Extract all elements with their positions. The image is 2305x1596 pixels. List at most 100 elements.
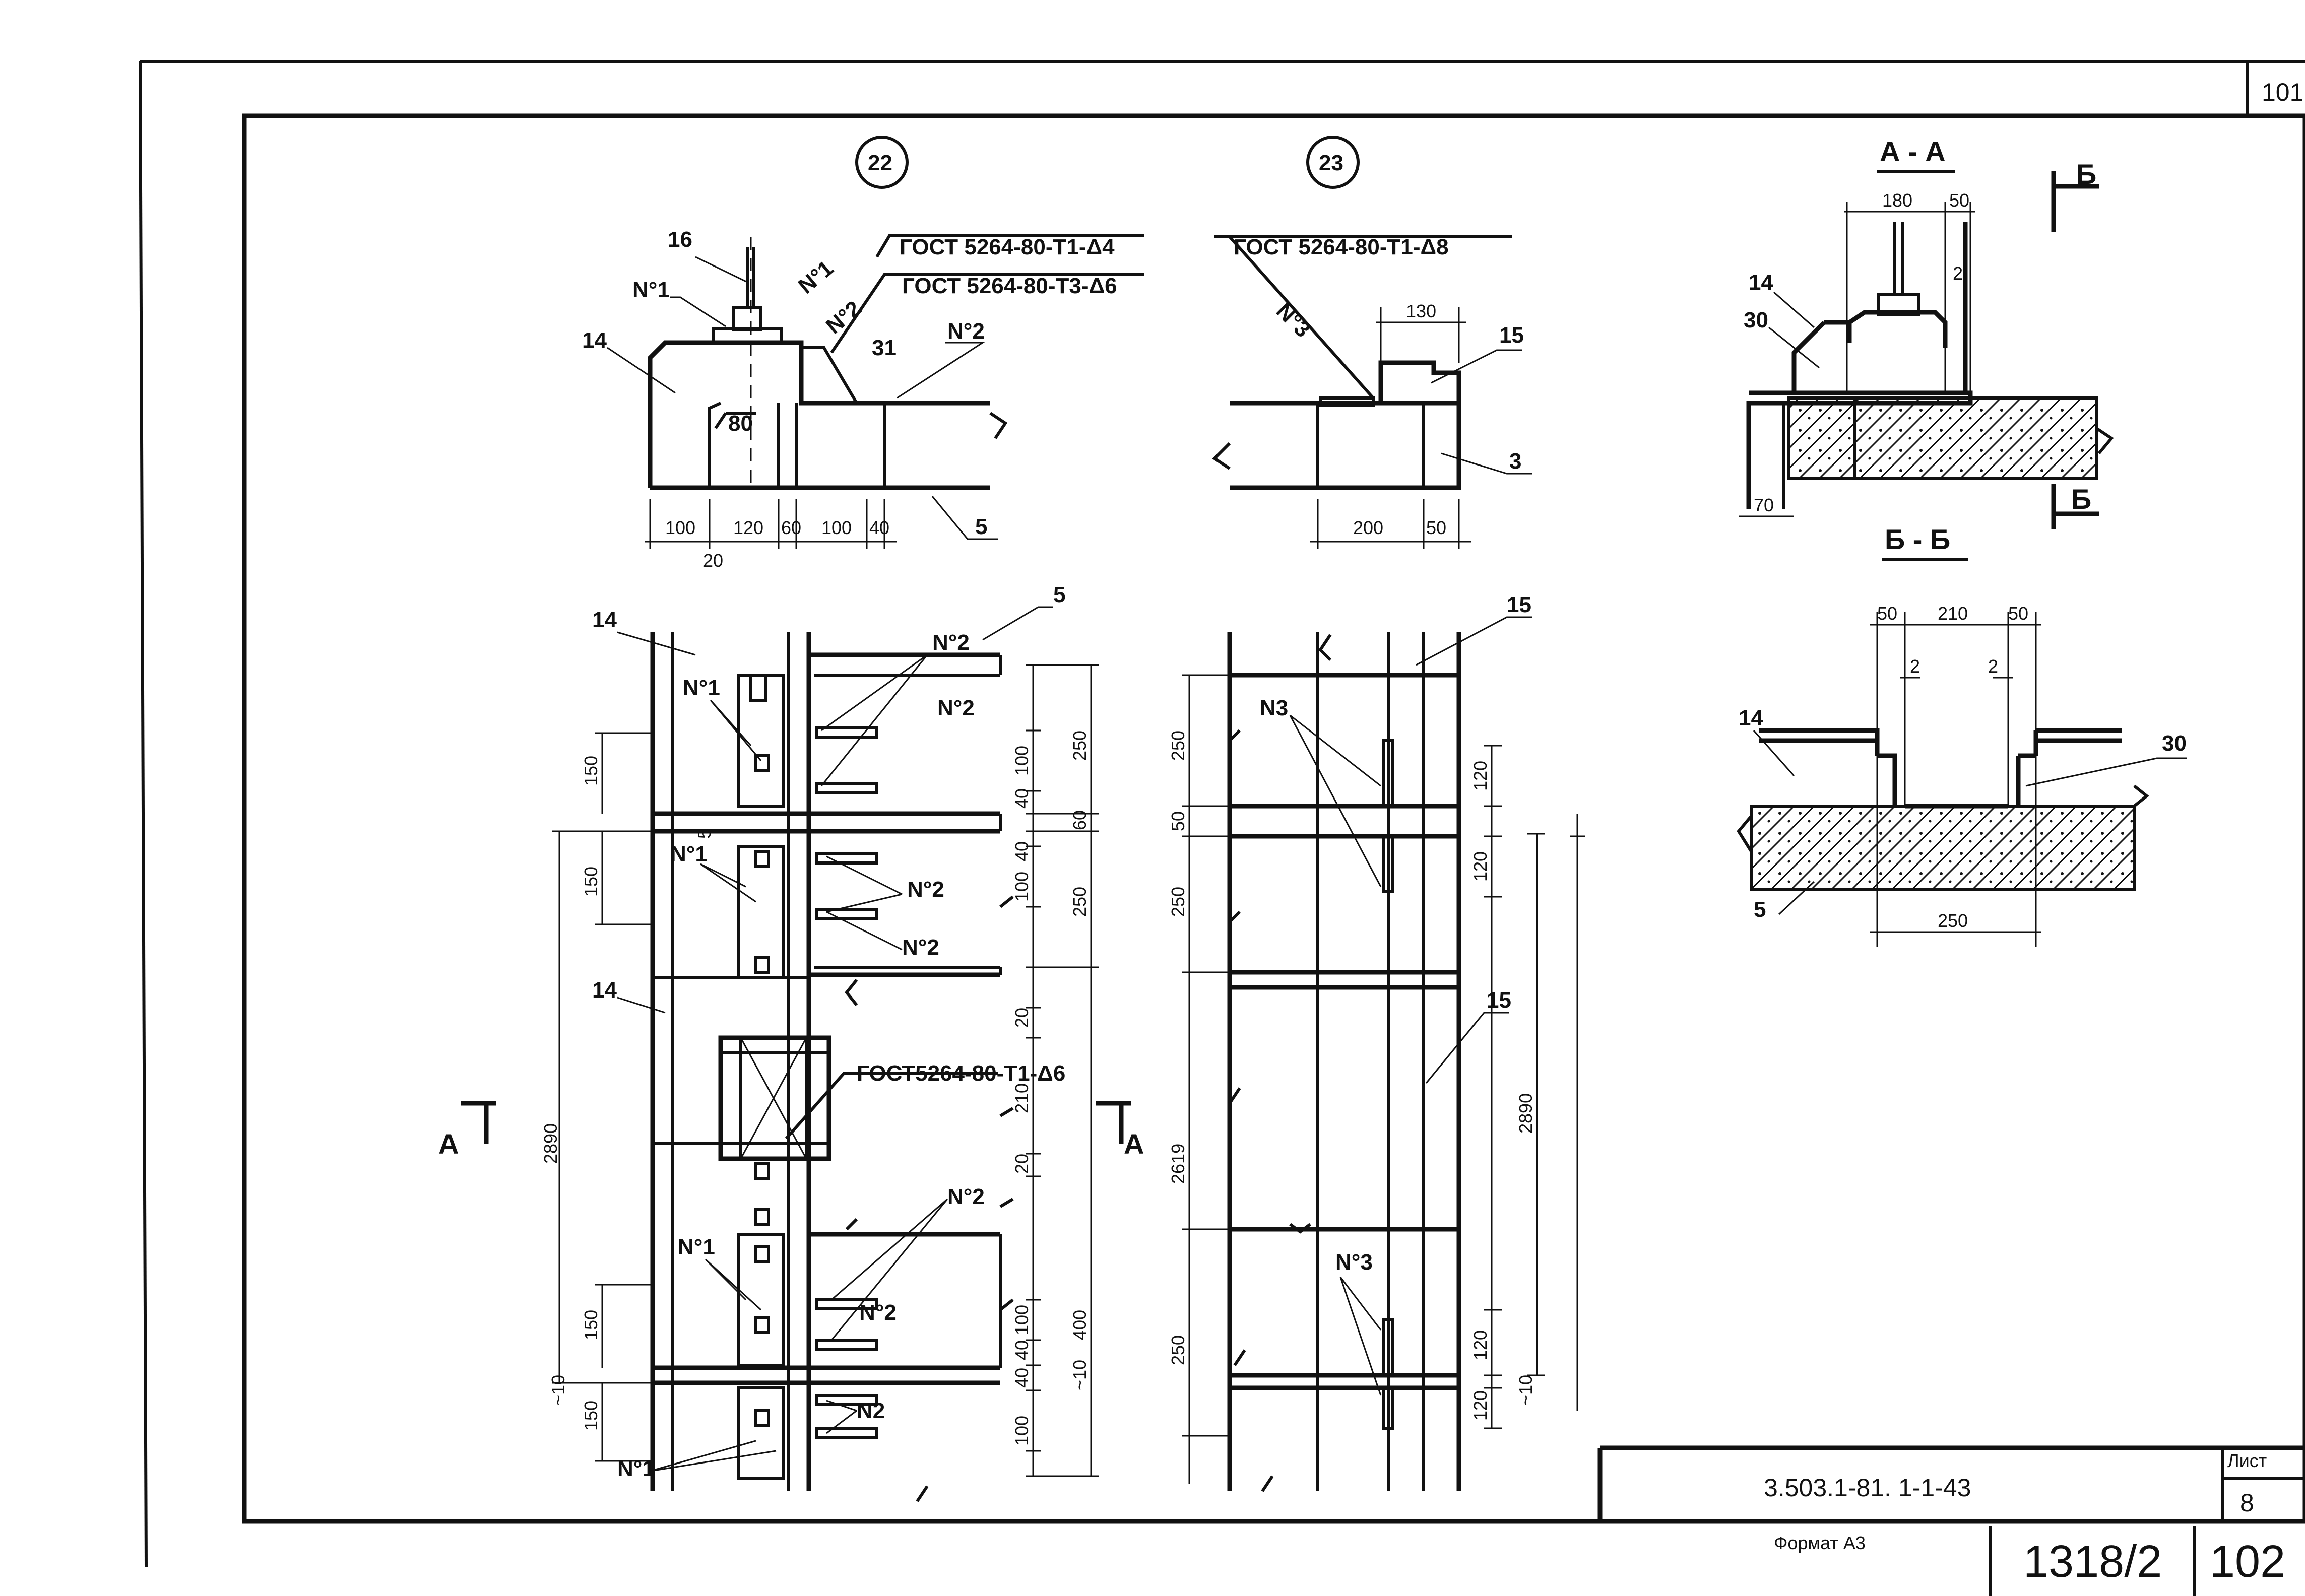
label-n2-leader: N°2 xyxy=(821,296,866,339)
dim-r-40d: 40 xyxy=(1011,1368,1032,1388)
label-14: 14 xyxy=(582,328,607,353)
dim-rr-120c: 120 xyxy=(1470,1330,1491,1360)
cut-a-left: А xyxy=(438,1128,459,1160)
sheet-label: Лист xyxy=(2227,1450,2267,1471)
label-3: 3 xyxy=(1509,449,1521,474)
dim-bottom-40: 40 xyxy=(869,517,889,538)
dim-80: 80 xyxy=(728,411,753,436)
dim-2890-left: 2890 xyxy=(540,1123,561,1164)
dim-150b: 150 xyxy=(581,867,601,897)
dim-200: 200 xyxy=(1353,517,1383,538)
section-a-a: А - А Б Б 180 50 2 14 30 70 xyxy=(1739,136,2114,529)
dim-r-250b: 250 xyxy=(1069,887,1090,917)
section-bb-concrete xyxy=(1750,805,2136,891)
dim-rr-120a: 120 xyxy=(1470,761,1491,791)
label-n1-c: N°1 xyxy=(678,1235,715,1259)
weld-spec-1: ГОСТ 5264-80-Т1-Δ4 xyxy=(900,235,1115,259)
label-n3-b: N°3 xyxy=(1335,1250,1373,1275)
paper-format: Формат А3 xyxy=(1774,1533,1866,1553)
label-n2-f: N°2 xyxy=(859,1300,897,1325)
archive-number: 1318/2 xyxy=(2023,1537,2162,1587)
label-n2-c: N°2 xyxy=(907,877,944,902)
label-n2: N°2 xyxy=(947,319,985,344)
dim-r-400: 400 xyxy=(1069,1310,1090,1340)
dim-r-100b: 100 xyxy=(1011,872,1032,902)
label-n3-leader: N°3 xyxy=(1271,298,1315,342)
section-b-b: Б - Б 50 210 50 2 2 14 30 5 250 xyxy=(1737,523,2187,947)
node-23-marker xyxy=(1306,136,1360,189)
dim-bb-2b: 2 xyxy=(1988,656,1998,677)
dim-rr-10: ~10 xyxy=(1515,1375,1536,1406)
dim-20: 20 xyxy=(703,550,723,571)
plan-right: 15 15 N3 N°3 250 50 250 2619 250 120 120… xyxy=(1096,592,1585,1492)
label-n2-e: N°2 xyxy=(947,1184,985,1209)
cut-mark-top: Б xyxy=(2076,158,2096,190)
plan-left: 14 5 14 N°1 N°1 N°1 N°1 N°2 N°2 N°2 N°2 … xyxy=(438,582,1099,1502)
label-30-aa: 30 xyxy=(1744,308,1768,332)
dim-bb-250: 250 xyxy=(1938,910,1968,931)
label-n2-g: N2 xyxy=(857,1399,885,1423)
sheet-number: 8 xyxy=(2240,1489,2254,1517)
dim-70: 70 xyxy=(1754,495,1774,515)
label-5: 5 xyxy=(975,514,987,539)
label-30-bb: 30 xyxy=(2162,731,2187,756)
drawing-designation: 3.503.1-81. 1-1-43 xyxy=(1764,1474,1971,1502)
dim-r-10: ~10 xyxy=(1069,1360,1090,1390)
dim-150a: 150 xyxy=(581,756,601,786)
sheet-frame: 101 xyxy=(139,60,2305,1567)
label-n2-b: N°2 xyxy=(937,696,975,720)
dim-r-20b: 20 xyxy=(1011,1154,1032,1174)
dim-10-left: ~10 xyxy=(548,1375,568,1406)
title-block: 3.503.1-81. 1-1-43 Лист 8 Формат А3 1318… xyxy=(1597,1445,2305,1596)
label-n3-a: N3 xyxy=(1260,696,1288,720)
node-22-detail: 22 ГОСТ 5264-80-Т1-Δ4 ГОСТ 5264-80-Т3-Δ6… xyxy=(582,136,1144,571)
cut-a-right: А xyxy=(1124,1128,1144,1160)
dim-150c: 150 xyxy=(581,1310,601,1340)
label-n2-d: N°2 xyxy=(902,935,939,960)
label-5-bb: 5 xyxy=(1754,897,1766,922)
label-5-plan: 5 xyxy=(1053,582,1065,607)
label-31: 31 xyxy=(872,336,897,360)
label-14-bb: 14 xyxy=(1739,706,1763,730)
dim-rl-250c: 250 xyxy=(1168,1335,1188,1365)
label-n1-leader: N°1 xyxy=(794,256,838,299)
dim-r-100a: 100 xyxy=(1011,746,1032,776)
label-14-plan-top: 14 xyxy=(592,608,617,632)
dim-rl-2619: 2619 xyxy=(1168,1144,1188,1184)
dim-bottom-100a: 100 xyxy=(665,517,695,538)
dim-bb-2a: 2 xyxy=(1910,656,1920,677)
node-22-marker xyxy=(855,136,909,189)
label-n1: N°1 xyxy=(632,278,670,302)
dim-5: 5 xyxy=(694,829,715,839)
dim-150d: 150 xyxy=(581,1401,601,1431)
label-15-mid: 15 xyxy=(1487,988,1511,1013)
dim-rl-250a: 250 xyxy=(1168,730,1188,761)
label-n1-b: N°1 xyxy=(670,842,708,867)
dim-bottom-60: 60 xyxy=(781,517,801,538)
dim-r-40c: 40 xyxy=(1011,1340,1032,1360)
node-22-number: 22 xyxy=(868,151,892,175)
label-14-plan-mid: 14 xyxy=(592,978,617,1003)
label-15: 15 xyxy=(1499,323,1524,348)
label-n2-a: N°2 xyxy=(932,630,970,655)
dim-bb-210: 210 xyxy=(1938,603,1968,624)
dim-r-40b: 40 xyxy=(1011,841,1032,861)
label-n1-a: N°1 xyxy=(683,676,720,700)
label-n1-d: N°1 xyxy=(617,1456,655,1481)
node-23-number: 23 xyxy=(1319,151,1343,175)
dim-50-aa: 50 xyxy=(1949,190,1969,211)
dim-180: 180 xyxy=(1882,190,1912,211)
dim-rr-2890: 2890 xyxy=(1515,1093,1536,1134)
dim-rl-50: 50 xyxy=(1168,811,1188,831)
dim-2-aa: 2 xyxy=(1953,263,1963,284)
label-15-top: 15 xyxy=(1507,592,1531,617)
dim-rr-120b: 120 xyxy=(1470,851,1491,882)
cut-mark-bottom: Б xyxy=(2071,483,2091,515)
section-bb-title: Б - Б xyxy=(1885,523,1950,555)
label-16: 16 xyxy=(668,227,692,252)
page-number-bottom: 102 xyxy=(2210,1537,2285,1587)
weld-spec-2: ГОСТ 5264-80-Т3-Δ6 xyxy=(902,274,1117,298)
dim-bb-50b: 50 xyxy=(2008,603,2028,624)
dim-bottom-120: 120 xyxy=(733,517,763,538)
